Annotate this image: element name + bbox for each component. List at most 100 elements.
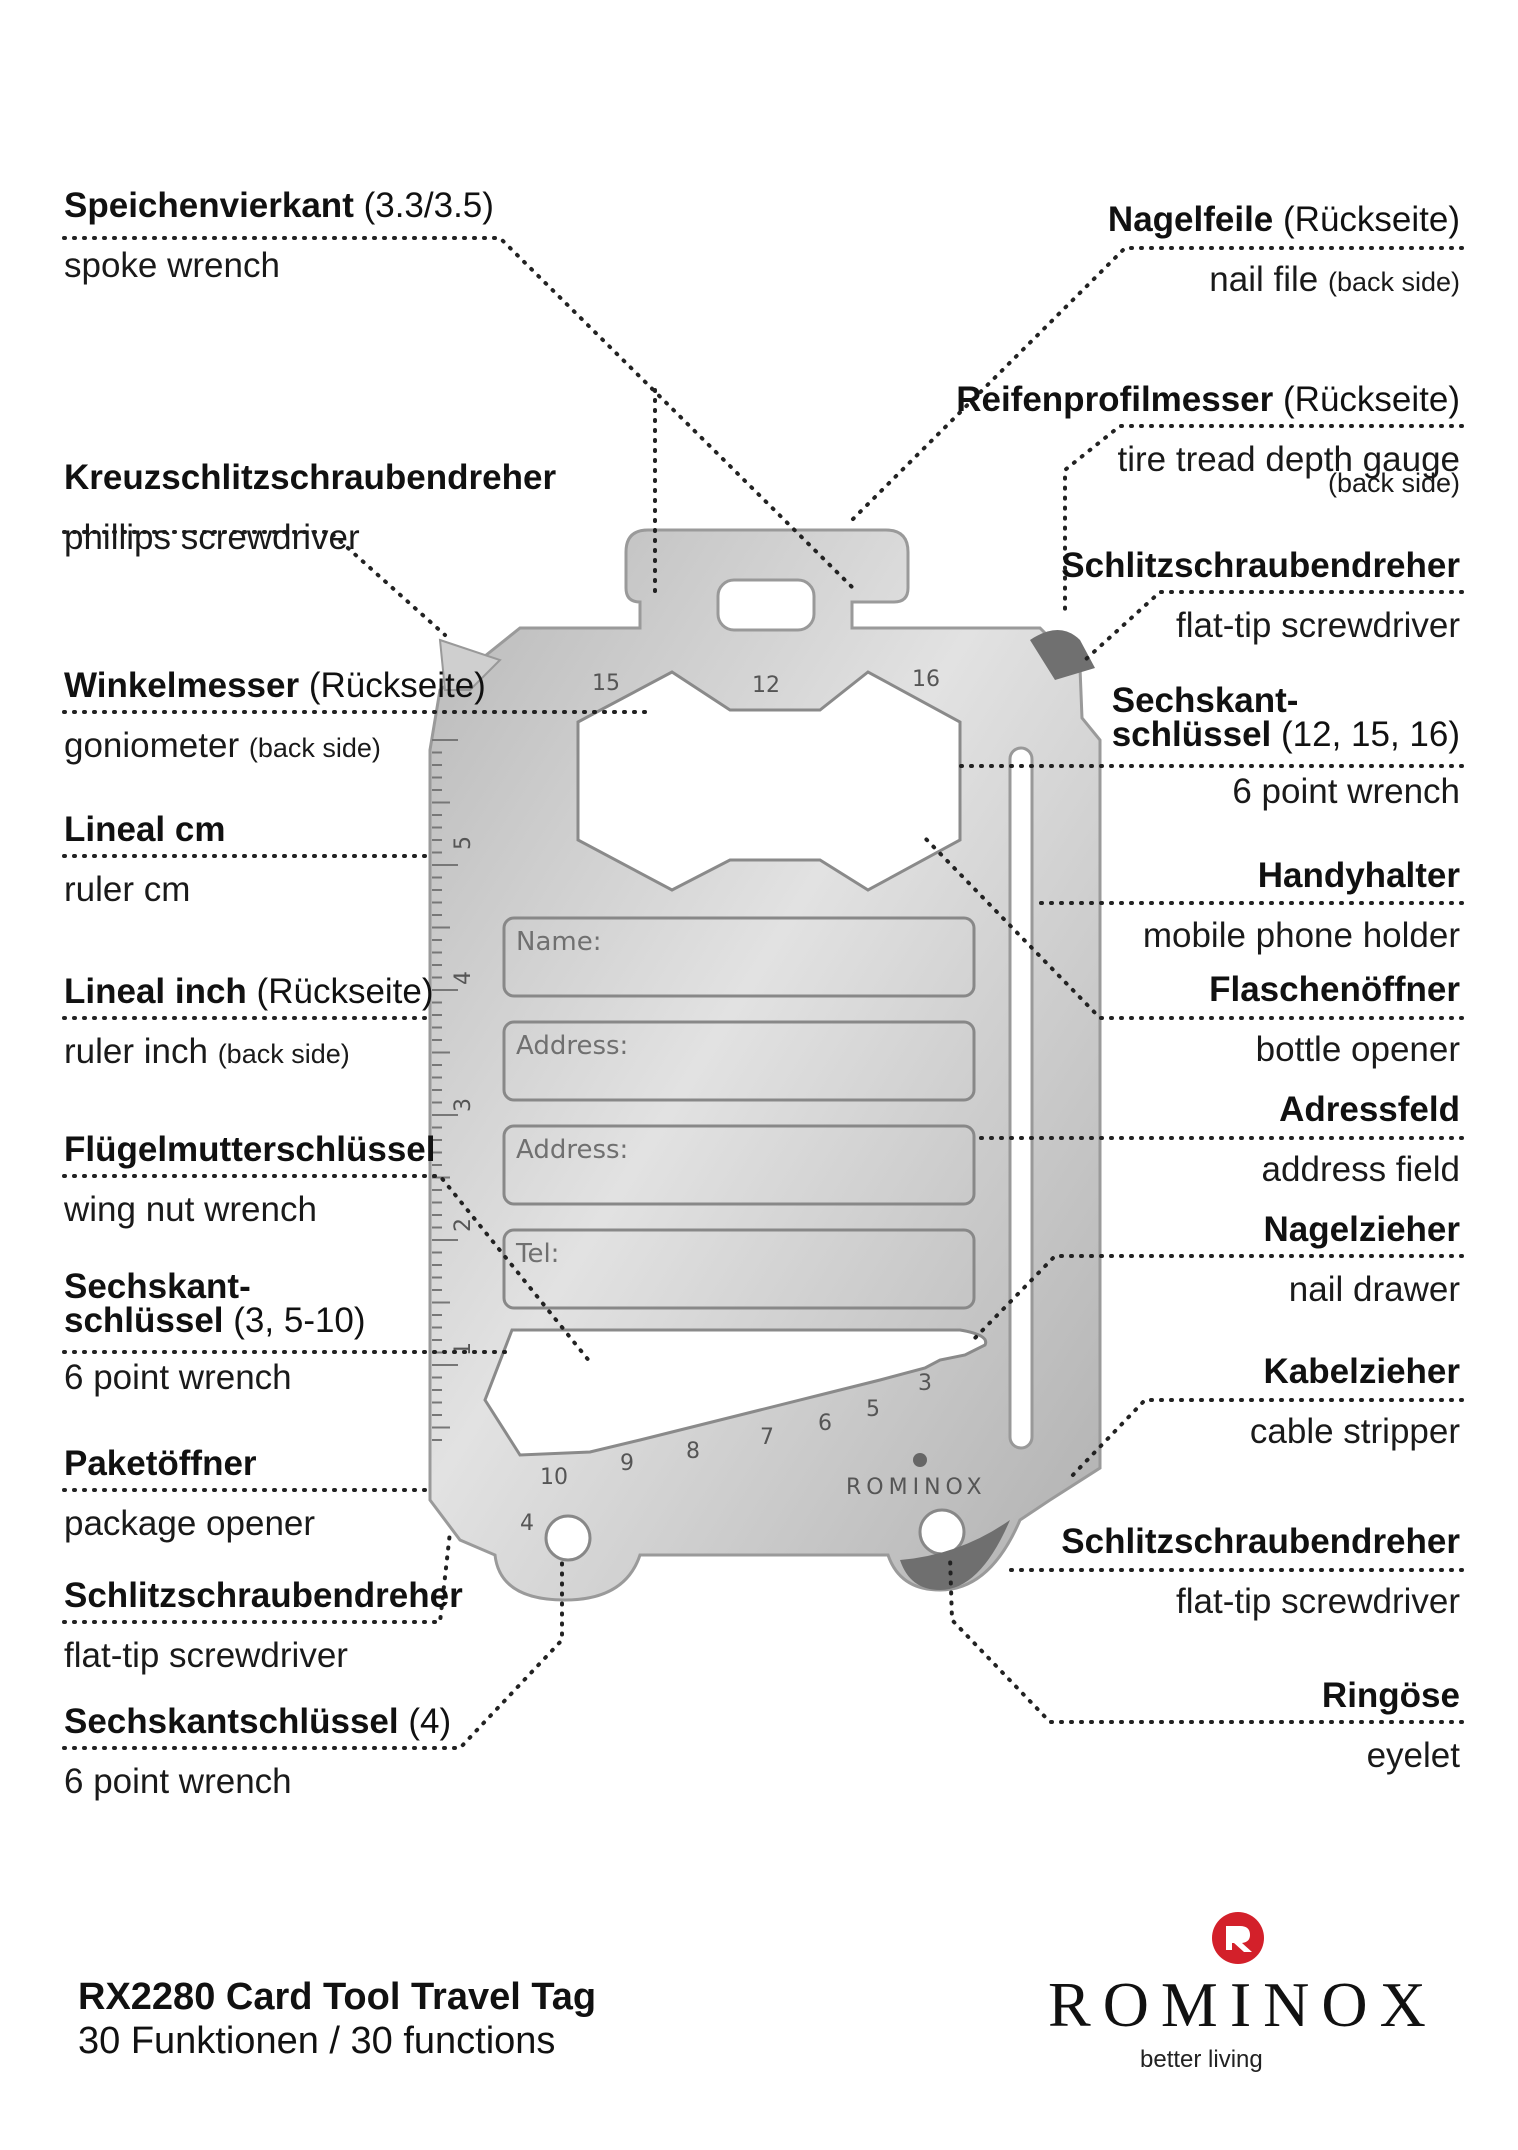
label-en: goniometer xyxy=(64,726,240,765)
label-de-extra: (Rückseite) xyxy=(1283,200,1460,239)
label-de: Sechskant- xyxy=(64,1267,251,1306)
tel-field-label: Tel: xyxy=(515,1239,559,1269)
label-address-field: Adressfeld address field xyxy=(1262,1090,1460,1190)
hex-number-12: 12 xyxy=(752,673,780,698)
product-subtitle: 30 Funktionen / 30 functions xyxy=(78,2020,556,2062)
label-en: flat-tip screwdriver xyxy=(1176,606,1460,645)
label-en: mobile phone holder xyxy=(1142,916,1460,955)
flat-tip-bottom xyxy=(900,1520,1010,1590)
label-en: spoke wrench xyxy=(64,246,280,285)
address-field-1 xyxy=(502,1020,976,1102)
label-de-extra: (12, 15, 16) xyxy=(1281,715,1460,754)
leader-hex-4 xyxy=(62,1558,564,1750)
name-field xyxy=(502,916,976,998)
leader-nail-file xyxy=(848,246,1464,524)
label-en: ruler inch xyxy=(64,1032,208,1071)
label-de: Adressfeld xyxy=(1279,1090,1460,1129)
stepped-wrench-opening xyxy=(483,1328,988,1457)
tel-field xyxy=(502,1228,976,1310)
label-de: Speichenvierkant xyxy=(64,186,354,225)
product-title: RX2280 Card Tool Travel Tag xyxy=(78,1976,597,2018)
label-de: Schlitzschraubendreher xyxy=(1061,1522,1460,1561)
label-goniometer: Winkelmesser (Rückseite) goniometer (bac… xyxy=(64,666,486,768)
label-en-extra: (back side) xyxy=(248,733,381,763)
leader-flat-tip-right xyxy=(1083,590,1464,662)
ruler-mark-3: 3 xyxy=(451,1098,476,1112)
label-de: Schlitzschraubendreher xyxy=(64,1576,463,1615)
address-field-1-label: Address: xyxy=(516,1031,628,1061)
label-flat-tip-screwdriver-bottom: Schlitzschraubendreher flat-tip screwdri… xyxy=(1061,1522,1460,1622)
hex-number-15: 15 xyxy=(592,671,620,696)
label-de: Lineal cm xyxy=(64,810,226,849)
hex-number-7: 7 xyxy=(760,1425,774,1450)
label-de: Reifenprofilmesser xyxy=(956,380,1274,419)
label-de: Sechskantschlüssel xyxy=(64,1702,399,1741)
label-en: ruler cm xyxy=(64,870,191,909)
label-en: address field xyxy=(1261,1150,1460,1189)
name-field-label: Name: xyxy=(516,927,601,957)
label-ruler-cm: Lineal cm ruler cm xyxy=(64,810,225,910)
label-en: package opener xyxy=(64,1504,316,1543)
address-field-2-label: Address: xyxy=(516,1135,628,1165)
label-phone-holder: Handyhalter mobile phone holder xyxy=(1143,856,1460,956)
label-bottle-opener: Flaschenöffner bottle opener xyxy=(1209,970,1460,1070)
tab-hole xyxy=(716,578,816,632)
hex-number-5: 5 xyxy=(866,1397,880,1422)
tool-engraving: ROMINOX xyxy=(846,1475,987,1500)
label-de: Kabelzieher xyxy=(1263,1352,1460,1391)
hex-number-4: 4 xyxy=(520,1511,534,1536)
hex-number-3: 3 xyxy=(918,1371,932,1396)
tool-engraving-logo-icon xyxy=(913,1453,927,1467)
leader-eyelet xyxy=(948,1554,1464,1724)
ruler-mark-5: 5 xyxy=(451,836,476,850)
label-flat-tip-screwdriver-left: Schlitzschraubendreher flat-tip screwdri… xyxy=(64,1576,463,1676)
label-de-extra: (Rückseite) xyxy=(256,972,434,1011)
label-en: nail file xyxy=(1209,260,1319,299)
label-en: phillips screwdriver xyxy=(64,518,360,557)
leader-bottle-opener xyxy=(923,836,1464,1020)
label-de: Lineal inch xyxy=(64,972,247,1011)
label-hex-wrench-3-10: Sechskant- schlüssel (3, 5-10) 6 point w… xyxy=(64,1267,366,1398)
address-field-2 xyxy=(502,1124,976,1206)
label-en-extra: (back side) xyxy=(1327,468,1460,498)
label-package-opener: Paketöffner package opener xyxy=(64,1444,315,1544)
label-wing-nut-wrench: Flügelmutterschlüssel wing nut wrench xyxy=(64,1130,435,1230)
label-de: Flügelmutterschlüssel xyxy=(64,1130,436,1169)
leader-tread-gauge xyxy=(1063,424,1464,617)
label-de: Flaschenöffner xyxy=(1209,970,1460,1009)
ruler-mark-1: 1 xyxy=(451,1342,476,1356)
label-de: Sechskant- xyxy=(1111,681,1299,720)
label-hex-wrench-4: Sechskantschlüssel (4) 6 point wrench xyxy=(64,1702,451,1802)
phone-holder-slot xyxy=(1008,746,1034,1450)
hex-4-opening xyxy=(544,1514,592,1562)
label-de: Handyhalter xyxy=(1257,856,1460,895)
label-de-line2: schlüssel xyxy=(1111,715,1272,754)
label-de: Schlitzschraubendreher xyxy=(1061,546,1460,585)
label-en: flat-tip screwdriver xyxy=(1176,1582,1460,1621)
label-de-extra: (Rückseite) xyxy=(308,666,486,705)
label-de-extra: (Rückseite) xyxy=(1283,380,1460,419)
label-en: bottle opener xyxy=(1255,1030,1460,1069)
label-en: flat-tip screwdriver xyxy=(64,1636,348,1675)
label-en: cable stripper xyxy=(1249,1412,1460,1451)
label-ruler-inch: Lineal inch (Rückseite) ruler inch (back… xyxy=(64,972,434,1074)
label-phillips-screwdriver: Kreuzschlitzschraubendreher phillips scr… xyxy=(64,458,556,558)
hex-number-6: 6 xyxy=(818,1411,832,1436)
label-en: 6 point wrench xyxy=(1232,772,1460,811)
brand-name: ROMINOX xyxy=(1048,1969,1438,2040)
label-nail-drawer: Nagelzieher nail drawer xyxy=(1264,1210,1460,1310)
label-flat-tip-screwdriver-top: Schlitzschraubendreher flat-tip screwdri… xyxy=(1061,546,1460,646)
label-de-line2: schlüssel xyxy=(64,1301,224,1340)
rominox-logo-icon xyxy=(1212,1912,1264,1964)
label-nail-file: Nagelfeile (Rückseite) nail file (back s… xyxy=(1108,200,1460,302)
hex-number-9: 9 xyxy=(620,1451,634,1476)
label-de: Winkelmesser xyxy=(64,666,300,705)
leader-spoke-wrench xyxy=(62,236,857,592)
label-tread-depth-gauge: Reifenprofilmesser (Rückseite) tire trea… xyxy=(956,380,1460,498)
label-en-extra: (back side) xyxy=(217,1039,350,1069)
label-eyelet: Ringöse eyelet xyxy=(1322,1676,1460,1776)
label-de: Nagelfeile xyxy=(1107,200,1274,239)
brand-tagline: better living xyxy=(1140,2046,1263,2073)
